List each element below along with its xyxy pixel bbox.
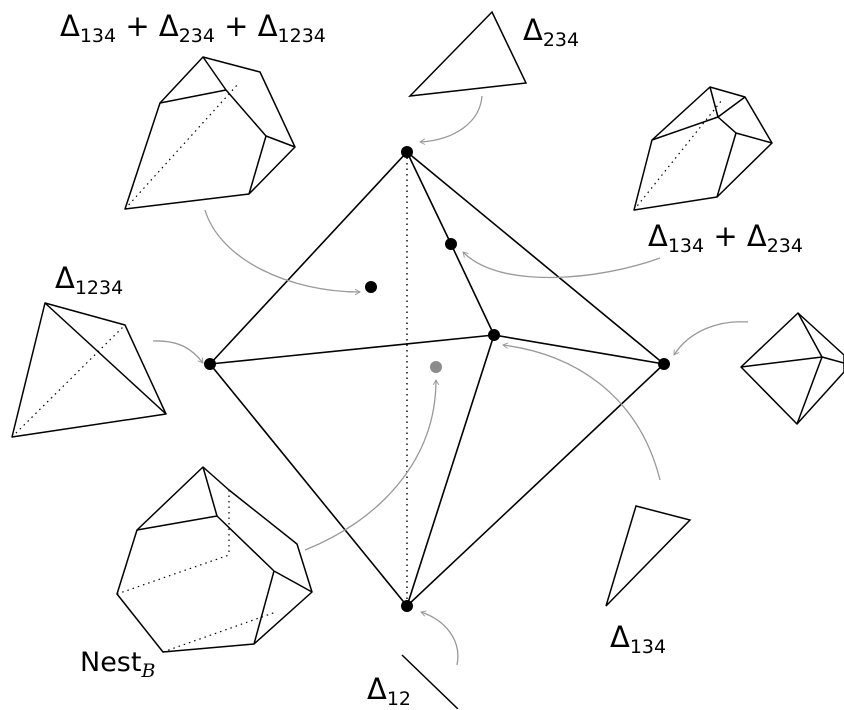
polytope-edge <box>216 515 275 572</box>
label-subscript: 134 <box>79 25 117 47</box>
polytope-outline <box>116 466 313 653</box>
arrow-d134-234 <box>462 251 661 279</box>
plus-delta: + Δ <box>214 9 278 43</box>
segment-line <box>401 654 459 709</box>
arrow-d234 <box>419 95 483 145</box>
label-d134: Δ134 <box>610 623 666 657</box>
edge-left-front <box>209 334 495 365</box>
polytope-edge <box>136 515 218 531</box>
simplex-outline <box>407 10 528 97</box>
delta-symbol: Δ <box>523 13 543 47</box>
edge-front-bottom <box>406 334 495 607</box>
octahedron-edge <box>740 356 823 368</box>
simplex-outline <box>605 505 692 607</box>
label-subscript: 1234 <box>74 277 124 299</box>
label-subscript: 134 <box>629 636 667 658</box>
vertex-edge-mid <box>445 238 457 250</box>
arrow-nest <box>304 379 440 551</box>
label-d1234: Δ1234 <box>55 264 123 298</box>
edge-front-upper <box>450 243 495 336</box>
label-subscript: 234 <box>178 25 215 47</box>
polytope-edge <box>717 116 737 134</box>
vertex-interior-gray <box>430 361 442 373</box>
label-d134-234-1234: Δ134 + Δ234 + Δ1234 <box>60 12 326 46</box>
plus-delta: + Δ <box>116 9 179 43</box>
polytope-hidden-edge <box>162 611 277 653</box>
label-subscript: 234 <box>766 235 803 257</box>
vertex-left <box>204 358 216 370</box>
label-nest: NestB <box>80 649 155 681</box>
simplex-outline <box>11 302 167 438</box>
octahedron-outline <box>740 312 844 425</box>
polytope-hidden-edge <box>633 99 723 211</box>
vertex-right <box>658 358 670 370</box>
label-d12: Δ12 <box>367 675 411 709</box>
label-subscript: 234 <box>542 29 580 51</box>
edge-front-right <box>493 334 665 365</box>
simplex-edge <box>44 302 167 415</box>
octahedron-edge <box>797 312 823 358</box>
arrows <box>152 95 749 666</box>
label-subscript: B <box>141 660 156 682</box>
nest-text: Nest <box>80 647 142 678</box>
arrow-d134 <box>502 342 661 481</box>
polytope-edge <box>717 96 746 118</box>
polytope-edge <box>273 570 313 593</box>
central-polytope <box>208 150 666 608</box>
polytope-nest <box>116 466 313 653</box>
label-subscript: 134 <box>667 235 705 257</box>
edge-top-front <box>406 151 452 245</box>
octahedron-right <box>740 312 844 425</box>
polytope-edge <box>248 135 267 195</box>
vertex-dots <box>204 146 670 612</box>
label-subscript: 1234 <box>277 25 326 47</box>
simplex-d134 <box>605 505 692 607</box>
delta-symbol: Δ <box>60 9 80 43</box>
delta-symbol: Δ <box>610 620 630 654</box>
polytope-edge <box>253 570 275 645</box>
arrow-simplex-right <box>673 321 749 356</box>
vertex-front <box>488 329 500 341</box>
simplex-d234 <box>407 10 528 97</box>
polytope-edge <box>225 89 267 137</box>
polytope-d134-234-1234 <box>124 56 296 210</box>
simplex-d1234 <box>11 302 167 438</box>
arrow-d1234 <box>152 340 204 364</box>
polytope-edge <box>202 466 218 517</box>
polytope-edge <box>265 135 296 148</box>
polytope-edge <box>735 132 773 144</box>
delta-symbol: Δ <box>648 219 668 253</box>
simplex-hidden-edge <box>11 324 126 438</box>
polytope-edge <box>651 116 719 141</box>
label-d234: Δ234 <box>523 16 579 50</box>
polytope-hidden-edge <box>116 554 230 595</box>
polytope-edge <box>716 132 737 198</box>
central-outline <box>208 150 666 608</box>
plus-delta: + Δ <box>704 219 767 253</box>
delta-symbol: Δ <box>367 672 387 706</box>
polytope-hidden-edge <box>124 83 239 210</box>
label-d134-234: Δ134 + Δ234 <box>648 222 803 256</box>
polytope-outline <box>124 56 296 210</box>
label-subscript: 12 <box>386 688 412 710</box>
polytope-outline <box>633 86 773 211</box>
polytope-edge <box>202 56 227 91</box>
polytope-edge <box>709 86 719 118</box>
polytope-d134-234 <box>633 86 773 211</box>
polytope-edge <box>159 89 227 104</box>
vertex-top <box>401 146 413 158</box>
octahedron-edge <box>821 356 844 364</box>
segment-d12 <box>401 654 459 709</box>
arrow-d134-234-1234 <box>204 209 361 296</box>
arrow-d12 <box>420 610 459 666</box>
octahedron-edge <box>796 356 823 425</box>
vertex-inner-face <box>365 281 377 293</box>
vertex-bottom <box>401 600 413 612</box>
delta-symbol: Δ <box>55 261 75 295</box>
